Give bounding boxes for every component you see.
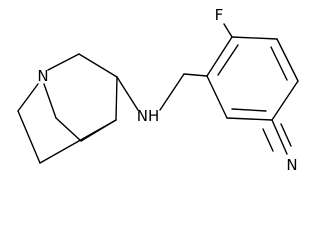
bond-nh-ch2 (159, 73, 185, 111)
bond-ar5-cn (271, 119, 288, 155)
fluorine-label: F (215, 6, 224, 24)
atom-nitrile-nitrogen: N (286, 156, 297, 174)
bond-n1-c6 (17, 83, 39, 112)
triple-bond-line-3 (262, 128, 274, 152)
aromatic-inner-bond-1 (217, 44, 239, 76)
bond-ar4-ar5 (271, 80, 299, 121)
bond-n1-c2 (47, 53, 80, 71)
bond-c2-c3 (78, 53, 118, 78)
atom-quinuclidine-nitrogen: N (37, 67, 48, 85)
bond-ar1-ar2 (206, 36, 233, 77)
aromatic-inner-bond-2 (270, 46, 288, 81)
atom-amine: NH (137, 107, 160, 125)
bond-c9-c4 (80, 119, 117, 142)
bond-n1-c8 (43, 83, 57, 119)
bond-ar6-ar1 (206, 75, 228, 119)
bond-c6-c7 (17, 110, 41, 164)
bond-c3-c4 (115, 76, 118, 121)
bond-ar5-ar6 (226, 117, 273, 121)
bond-ar2-f (223, 23, 233, 38)
nitrile-nitrogen-label: N (286, 156, 297, 174)
benzene-ring (206, 36, 299, 121)
quinuclidine-ring (17, 53, 118, 164)
bond-c3-nh (116, 76, 139, 111)
aromatic-inner-bond-3 (231, 108, 267, 112)
chemical-structure: N NH F N (17, 6, 299, 174)
bond-ar2-ar3 (231, 36, 278, 40)
quinuclidine-nitrogen-label: N (37, 67, 48, 85)
bond-ar3-ar4 (276, 38, 299, 82)
bond-c8-c9 (55, 117, 82, 142)
triple-bond-line-1 (280, 123, 292, 147)
nitrile-triple-bond (262, 119, 292, 155)
bond-ch2-ring (183, 73, 208, 77)
amine-label: NH (137, 107, 160, 125)
atom-fluorine: F (215, 6, 224, 24)
